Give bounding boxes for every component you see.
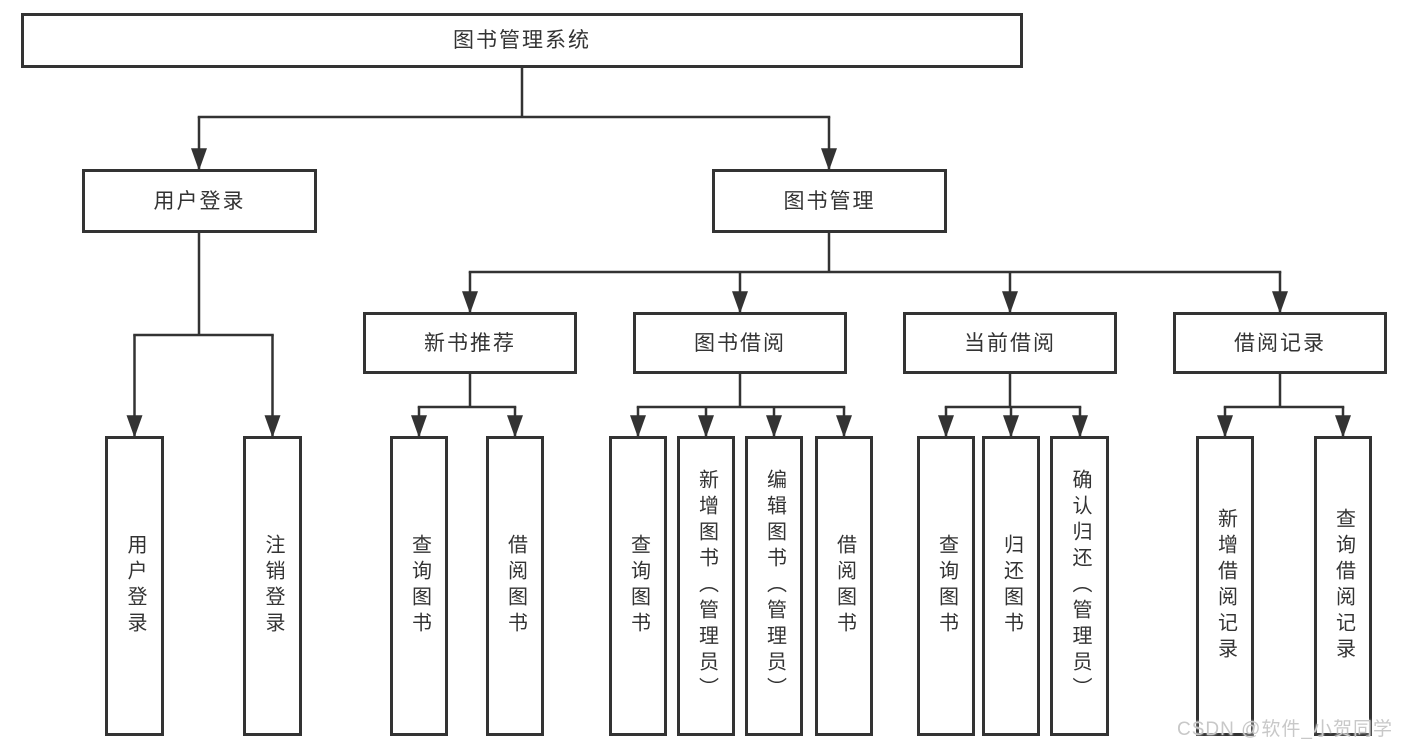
leaf-user-login: 用户登录: [105, 436, 164, 736]
node-user-login-label: 用户登录: [153, 189, 246, 213]
leaf-br-add-record: 新增借阅记录: [1196, 436, 1254, 736]
leaf-nb-query-books-label: 查询图书: [408, 534, 431, 638]
leaf-user-login-label: 用户登录: [124, 534, 146, 638]
node-borrowing-records: 借阅记录: [1173, 312, 1387, 374]
leaf-cb-confirm-return-admin: 确认归还（管理员）: [1050, 436, 1109, 736]
leaf-nb-borrow-books-label: 借阅图书: [504, 534, 527, 638]
node-new-book-recommend-label: 新书推荐: [424, 331, 516, 355]
leaf-bb-edit-books-admin: 编辑图书（管理员）: [745, 436, 803, 736]
node-root-label: 图书管理系统: [453, 29, 591, 52]
leaf-cb-return-books: 归还图书: [982, 436, 1040, 736]
csdn-watermark: CSDN @软件_小贺同学: [1177, 719, 1393, 740]
leaf-br-add-record-label: 新增借阅记录: [1214, 508, 1237, 664]
leaf-cb-query-books: 查询图书: [917, 436, 975, 736]
node-current-borrowing-label: 当前借阅: [964, 331, 1056, 355]
node-new-book-recommend: 新书推荐: [363, 312, 577, 374]
leaf-cb-query-books-label: 查询图书: [935, 534, 958, 638]
node-user-login: 用户登录: [82, 169, 317, 233]
node-book-borrowing: 图书借阅: [633, 312, 847, 374]
edge-new-books-rail: [417, 372, 517, 409]
leaf-logout-label: 注销登录: [262, 534, 284, 638]
node-book-borrowing-label: 图书借阅: [694, 331, 786, 355]
leaf-bb-borrow-books-label: 借阅图书: [833, 534, 856, 638]
edge-book-borrow-rail: [636, 372, 846, 409]
leaf-cb-confirm-return-admin-label: 确认归还（管理员）: [1069, 469, 1091, 703]
leaf-nb-borrow-books: 借阅图书: [486, 436, 544, 736]
edge-book-mgmt-rail: [468, 231, 1282, 274]
node-book-management: 图书管理: [712, 169, 947, 233]
node-current-borrowing: 当前借阅: [903, 312, 1117, 374]
leaf-bb-borrow-books: 借阅图书: [815, 436, 873, 736]
node-root-system: 图书管理系统: [21, 13, 1023, 68]
node-book-management-label: 图书管理: [783, 189, 876, 213]
leaf-bb-query-books-label: 查询图书: [627, 534, 650, 638]
leaf-bb-add-books-admin-label: 新增图书（管理员）: [695, 469, 718, 703]
leaf-bb-query-books: 查询图书: [609, 436, 667, 736]
leaf-logout: 注销登录: [243, 436, 302, 736]
leaf-bb-edit-books-admin-label: 编辑图书（管理员）: [763, 469, 786, 703]
edge-borrow-records-rail: [1223, 372, 1345, 409]
edge-root-rail: [197, 66, 831, 119]
leaf-br-query-record: 查询借阅记录: [1314, 436, 1372, 736]
leaf-br-query-record-label: 查询借阅记录: [1332, 508, 1355, 664]
leaf-bb-add-books-admin: 新增图书（管理员）: [677, 436, 735, 736]
edge-current-borrow-rail: [944, 372, 1082, 409]
leaf-cb-return-books-label: 归还图书: [1000, 534, 1023, 638]
edge-user-login-rail: [133, 231, 274, 337]
node-borrowing-records-label: 借阅记录: [1234, 331, 1326, 355]
leaf-nb-query-books: 查询图书: [390, 436, 448, 736]
